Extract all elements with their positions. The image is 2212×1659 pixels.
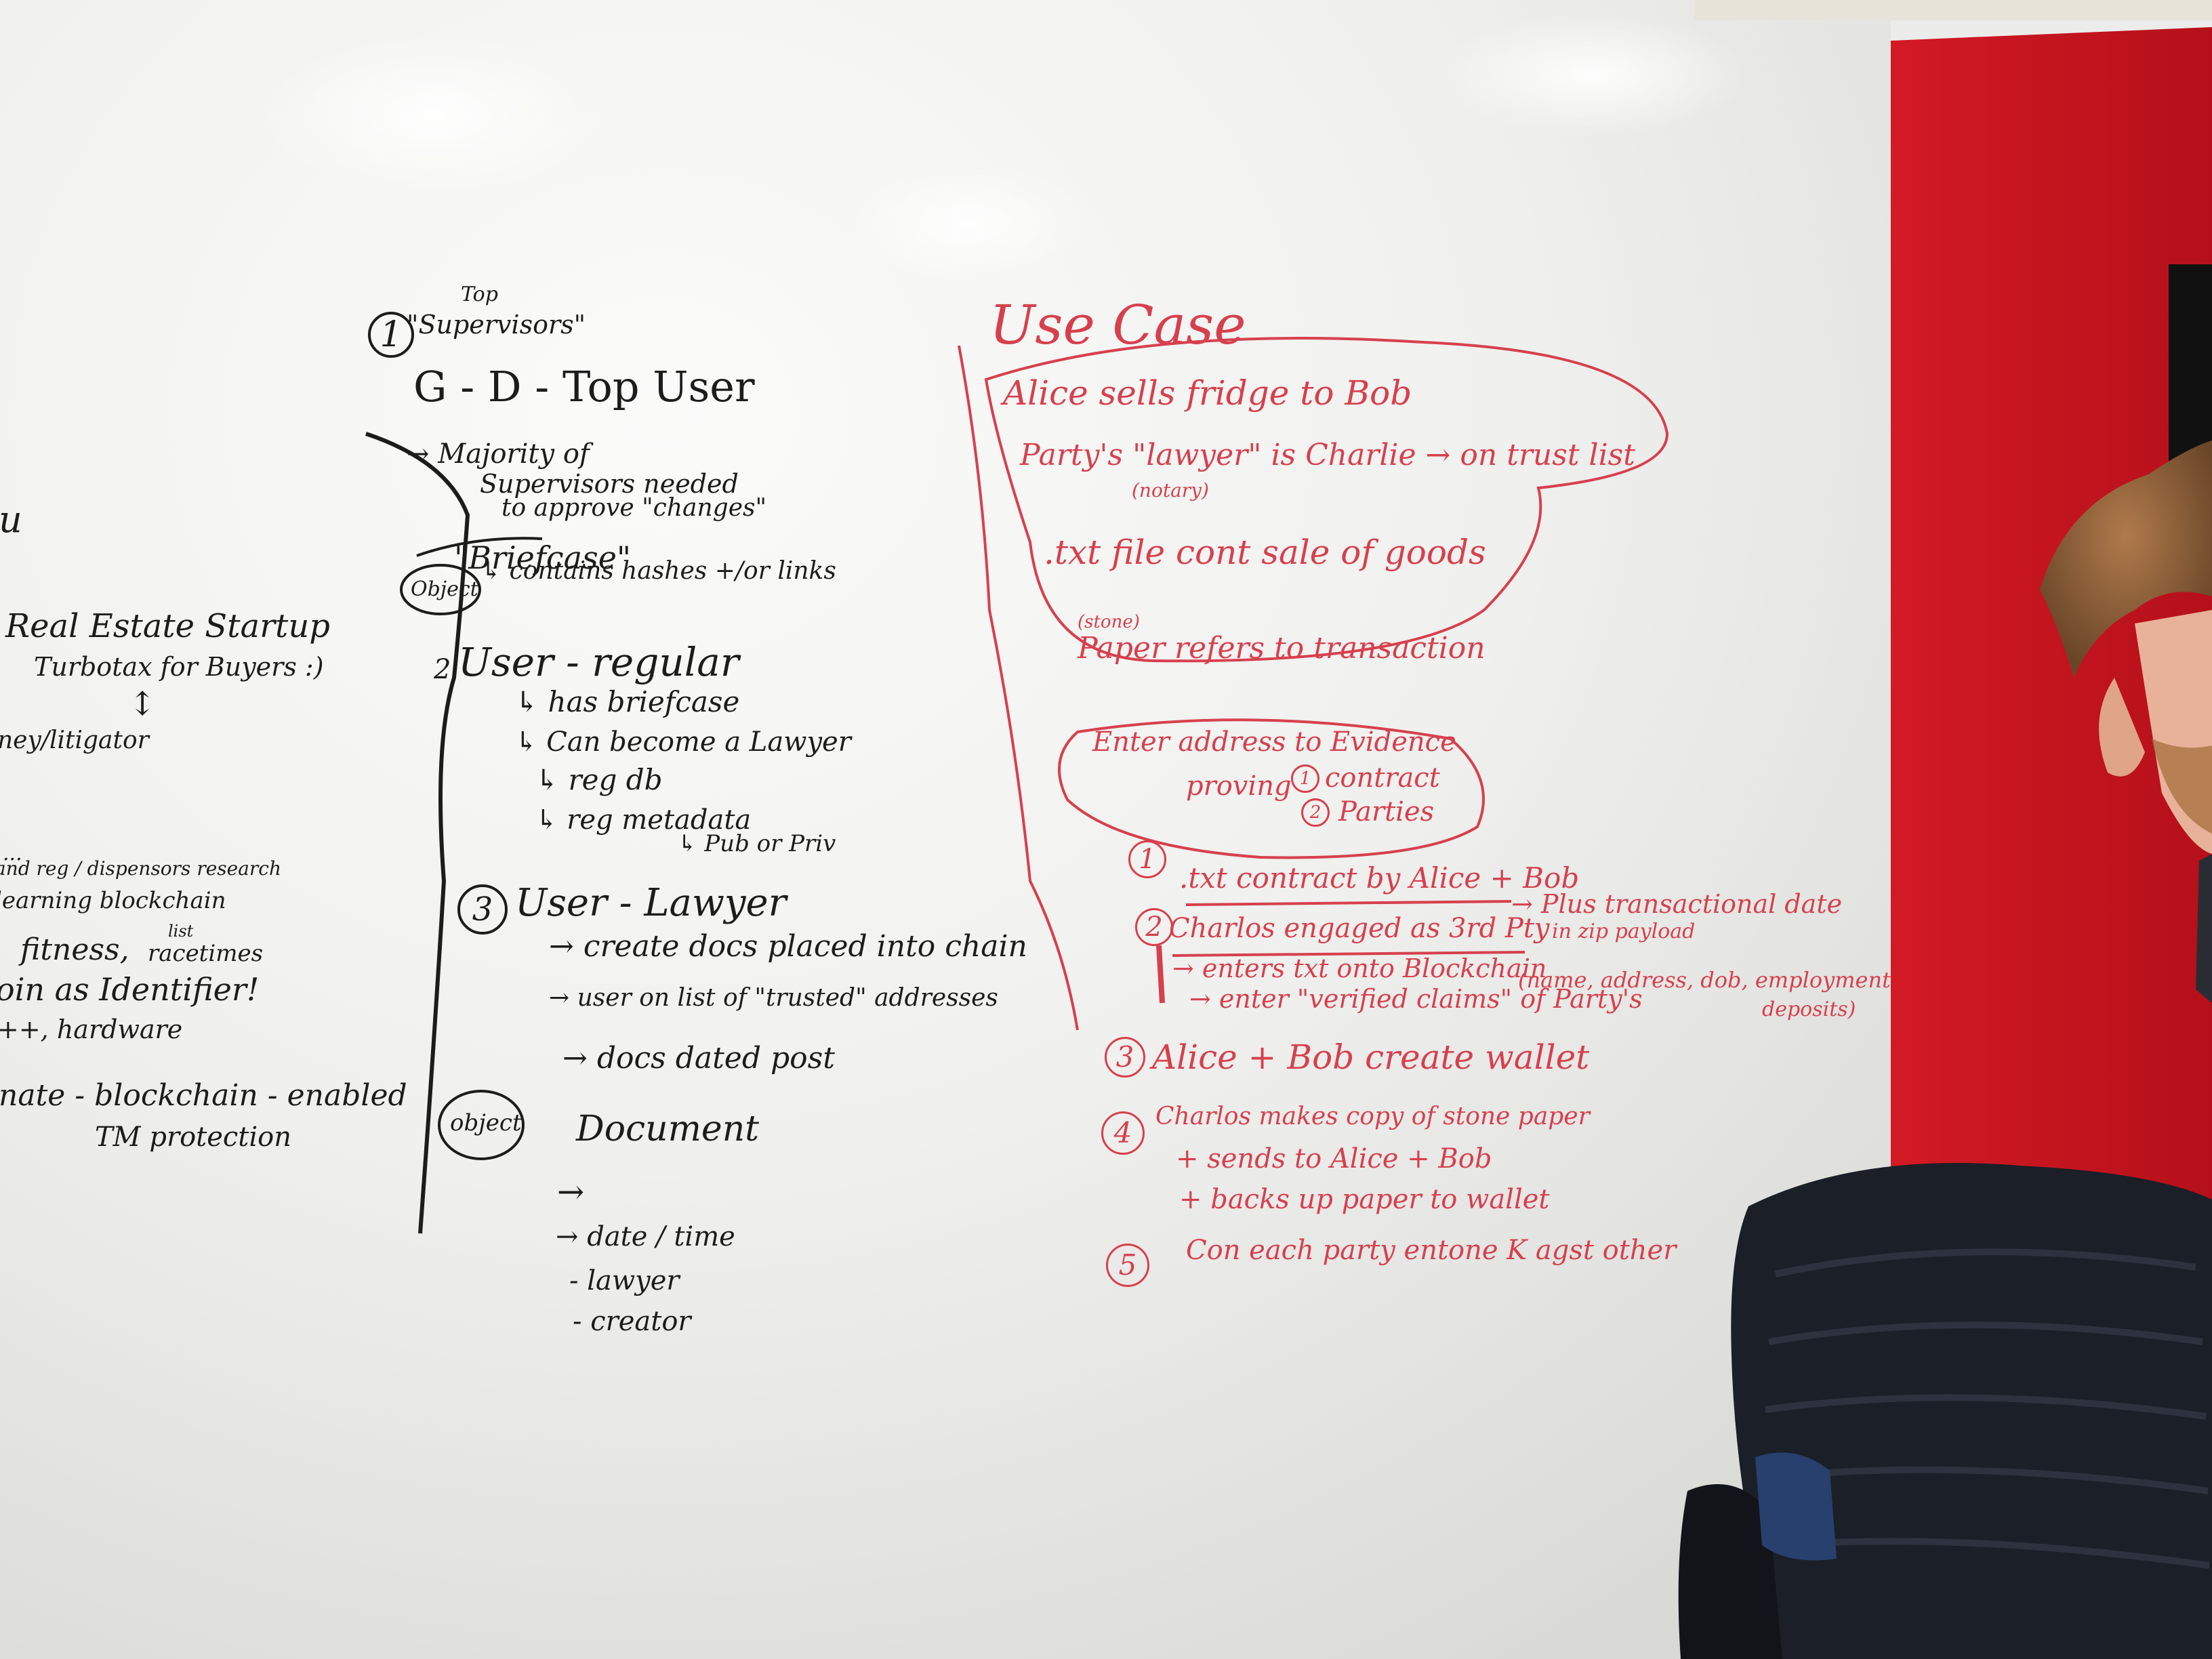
light-glare xyxy=(258,34,610,197)
deposits-line: deposits) xyxy=(1762,998,1856,1021)
chair-back xyxy=(1731,1163,2212,1659)
arrow-line: → xyxy=(557,1173,585,1211)
object-label-1: Object xyxy=(411,577,478,601)
parties-label: Parties xyxy=(1338,796,1435,827)
chair-quilting xyxy=(1765,1248,2210,1569)
red-bracket xyxy=(1156,945,1165,1004)
person-beard xyxy=(2152,739,2212,834)
pub-or-priv: ↳ Pub or Priv xyxy=(678,830,836,857)
ceiling-strip xyxy=(1694,0,2212,20)
dots: ... xyxy=(3,842,22,865)
real-estate-startup: Real Estate Startup xyxy=(5,607,330,645)
step-2-number: 2 xyxy=(1135,908,1173,946)
circle-number-1: 1 xyxy=(368,312,414,358)
notary-note: (notary) xyxy=(1132,479,1209,501)
supervisors-label: "Supervisors" xyxy=(407,310,586,340)
partys-lawyer-line: Party's "lawyer" is Charlie → on trust l… xyxy=(1020,438,1635,472)
person-shoulder xyxy=(2196,854,2212,1003)
red-use-case-loop xyxy=(984,337,1669,663)
step-5-text: Con each party entone K agst other xyxy=(1186,1235,1677,1266)
list-note: list xyxy=(168,922,194,941)
step-4-text: Charlos makes copy of stone paper xyxy=(1155,1103,1590,1130)
alice-sells-line: Alice sells fridge to Bob xyxy=(1003,373,1412,413)
lawyer-line: - lawyer xyxy=(569,1265,680,1296)
name-address-line: (name, address, dob, employment xyxy=(1518,967,1891,993)
proving-circle-2: 2 xyxy=(1301,798,1330,827)
use-case-title: Use Case xyxy=(989,293,1246,356)
partial-text-u: u xyxy=(0,498,22,541)
sends-line: + sends to Alice + Bob xyxy=(1176,1143,1492,1174)
black-vertical-divider xyxy=(365,432,470,1234)
majority-line-2: Supervisors needed xyxy=(480,469,739,499)
creator-line: - creator xyxy=(573,1306,691,1337)
step-3-text: Alice + Bob create wallet xyxy=(1152,1038,1590,1077)
enter-address-line: Enter address to Evidence xyxy=(1092,726,1456,758)
gd-top-user: G - D - Top User xyxy=(413,362,755,411)
circle-number-3: 3 xyxy=(457,884,508,935)
stone-note: (stone) xyxy=(1078,612,1140,632)
dispensors-line: and reg / dispensors research xyxy=(0,857,282,880)
chair-blue-cloth xyxy=(1755,1452,1837,1561)
turbotax-line: Turbotax for Buyers :) xyxy=(34,652,324,682)
person-ear xyxy=(2099,678,2145,777)
majority-line-3: to approve "changes" xyxy=(501,494,767,522)
hardware-line: ++, hardware xyxy=(0,1015,183,1044)
contains-hashes: ↳ contains hashes +/or links xyxy=(481,557,836,585)
proving-circle-1: 1 xyxy=(1291,764,1319,793)
enter-verified-claims: → enter "verified claims" of Party's xyxy=(1189,984,1643,1014)
red-charlos-underline xyxy=(1172,951,1525,957)
object-circle-2 xyxy=(438,1090,525,1160)
briefcase-label: "Briefcase" xyxy=(454,539,632,576)
coin-identifier-line: oin as Identifier! xyxy=(0,971,260,1008)
blockchain-enabled-line: nate - blockchain - enabled xyxy=(0,1078,407,1113)
contract-label: contract xyxy=(1325,762,1440,794)
backs-up-line: + backs up paper to wallet xyxy=(1179,1184,1550,1215)
chair-arm xyxy=(1678,1484,1782,1659)
step-1-number: 1 xyxy=(1128,840,1166,878)
docs-dated-post: → docs dated post xyxy=(562,1041,835,1076)
reg-metadata: ↳ reg metadata xyxy=(535,804,752,836)
enters-txt: → enters txt onto Blockchain xyxy=(1172,954,1547,983)
txt-file-line: .txt file cont sale of goods xyxy=(1044,533,1486,572)
step-4-number: 4 xyxy=(1101,1111,1145,1155)
has-briefcase: ↳ has briefcase xyxy=(515,685,740,718)
majority-line-1: → Majority of xyxy=(407,438,590,470)
briefcase-underline xyxy=(416,537,543,557)
tm-protection-line: TM protection xyxy=(95,1122,292,1153)
red-contract-underline xyxy=(1185,900,1512,906)
light-glare xyxy=(1437,14,1748,136)
step-2-text: Charlos engaged as 3rd Pty xyxy=(1169,913,1550,944)
step-5-number: 5 xyxy=(1106,1244,1149,1287)
date-time-line: → date / time xyxy=(556,1221,735,1252)
blockchain-learning-line: learning blockchain xyxy=(0,887,226,914)
user-on-list: → user on list of "trusted" addresses xyxy=(549,984,998,1012)
top-label: Top xyxy=(461,283,498,306)
circle-number-2: 2 xyxy=(434,654,451,685)
proving-label: proving xyxy=(1186,771,1292,802)
red-vertical-divider xyxy=(958,345,1079,1031)
in-zip-payload: in zip payload xyxy=(1552,920,1696,943)
red-enter-address-loop xyxy=(1058,718,1485,859)
step-3-number: 3 xyxy=(1105,1037,1145,1078)
step-1-text: .txt contract by Alice + Bob xyxy=(1179,861,1580,895)
litigator-line: ney/litigator xyxy=(0,726,149,754)
can-become-lawyer: ↳ Can become a Lawyer xyxy=(515,726,851,758)
reg-db: ↳ reg db xyxy=(535,763,663,796)
light-glare xyxy=(847,163,1091,285)
user-regular: User - regular xyxy=(458,639,739,685)
create-docs: → create docs placed into chain xyxy=(549,929,1027,964)
updown-arrow: ↕ xyxy=(129,685,157,723)
document-label: Document xyxy=(576,1109,760,1149)
object-circle-1 xyxy=(400,564,481,615)
object-label-2: object xyxy=(450,1109,522,1136)
person-hair xyxy=(2040,441,2212,678)
plus-transactional: → Plus transactional date xyxy=(1511,889,1843,919)
racetimes-line: racetimes xyxy=(148,940,264,967)
fitness-line: fitness, xyxy=(20,933,129,967)
user-lawyer: User - Lawyer xyxy=(515,881,787,925)
paper-refers-line: Paper refers to transaction xyxy=(1078,631,1486,665)
